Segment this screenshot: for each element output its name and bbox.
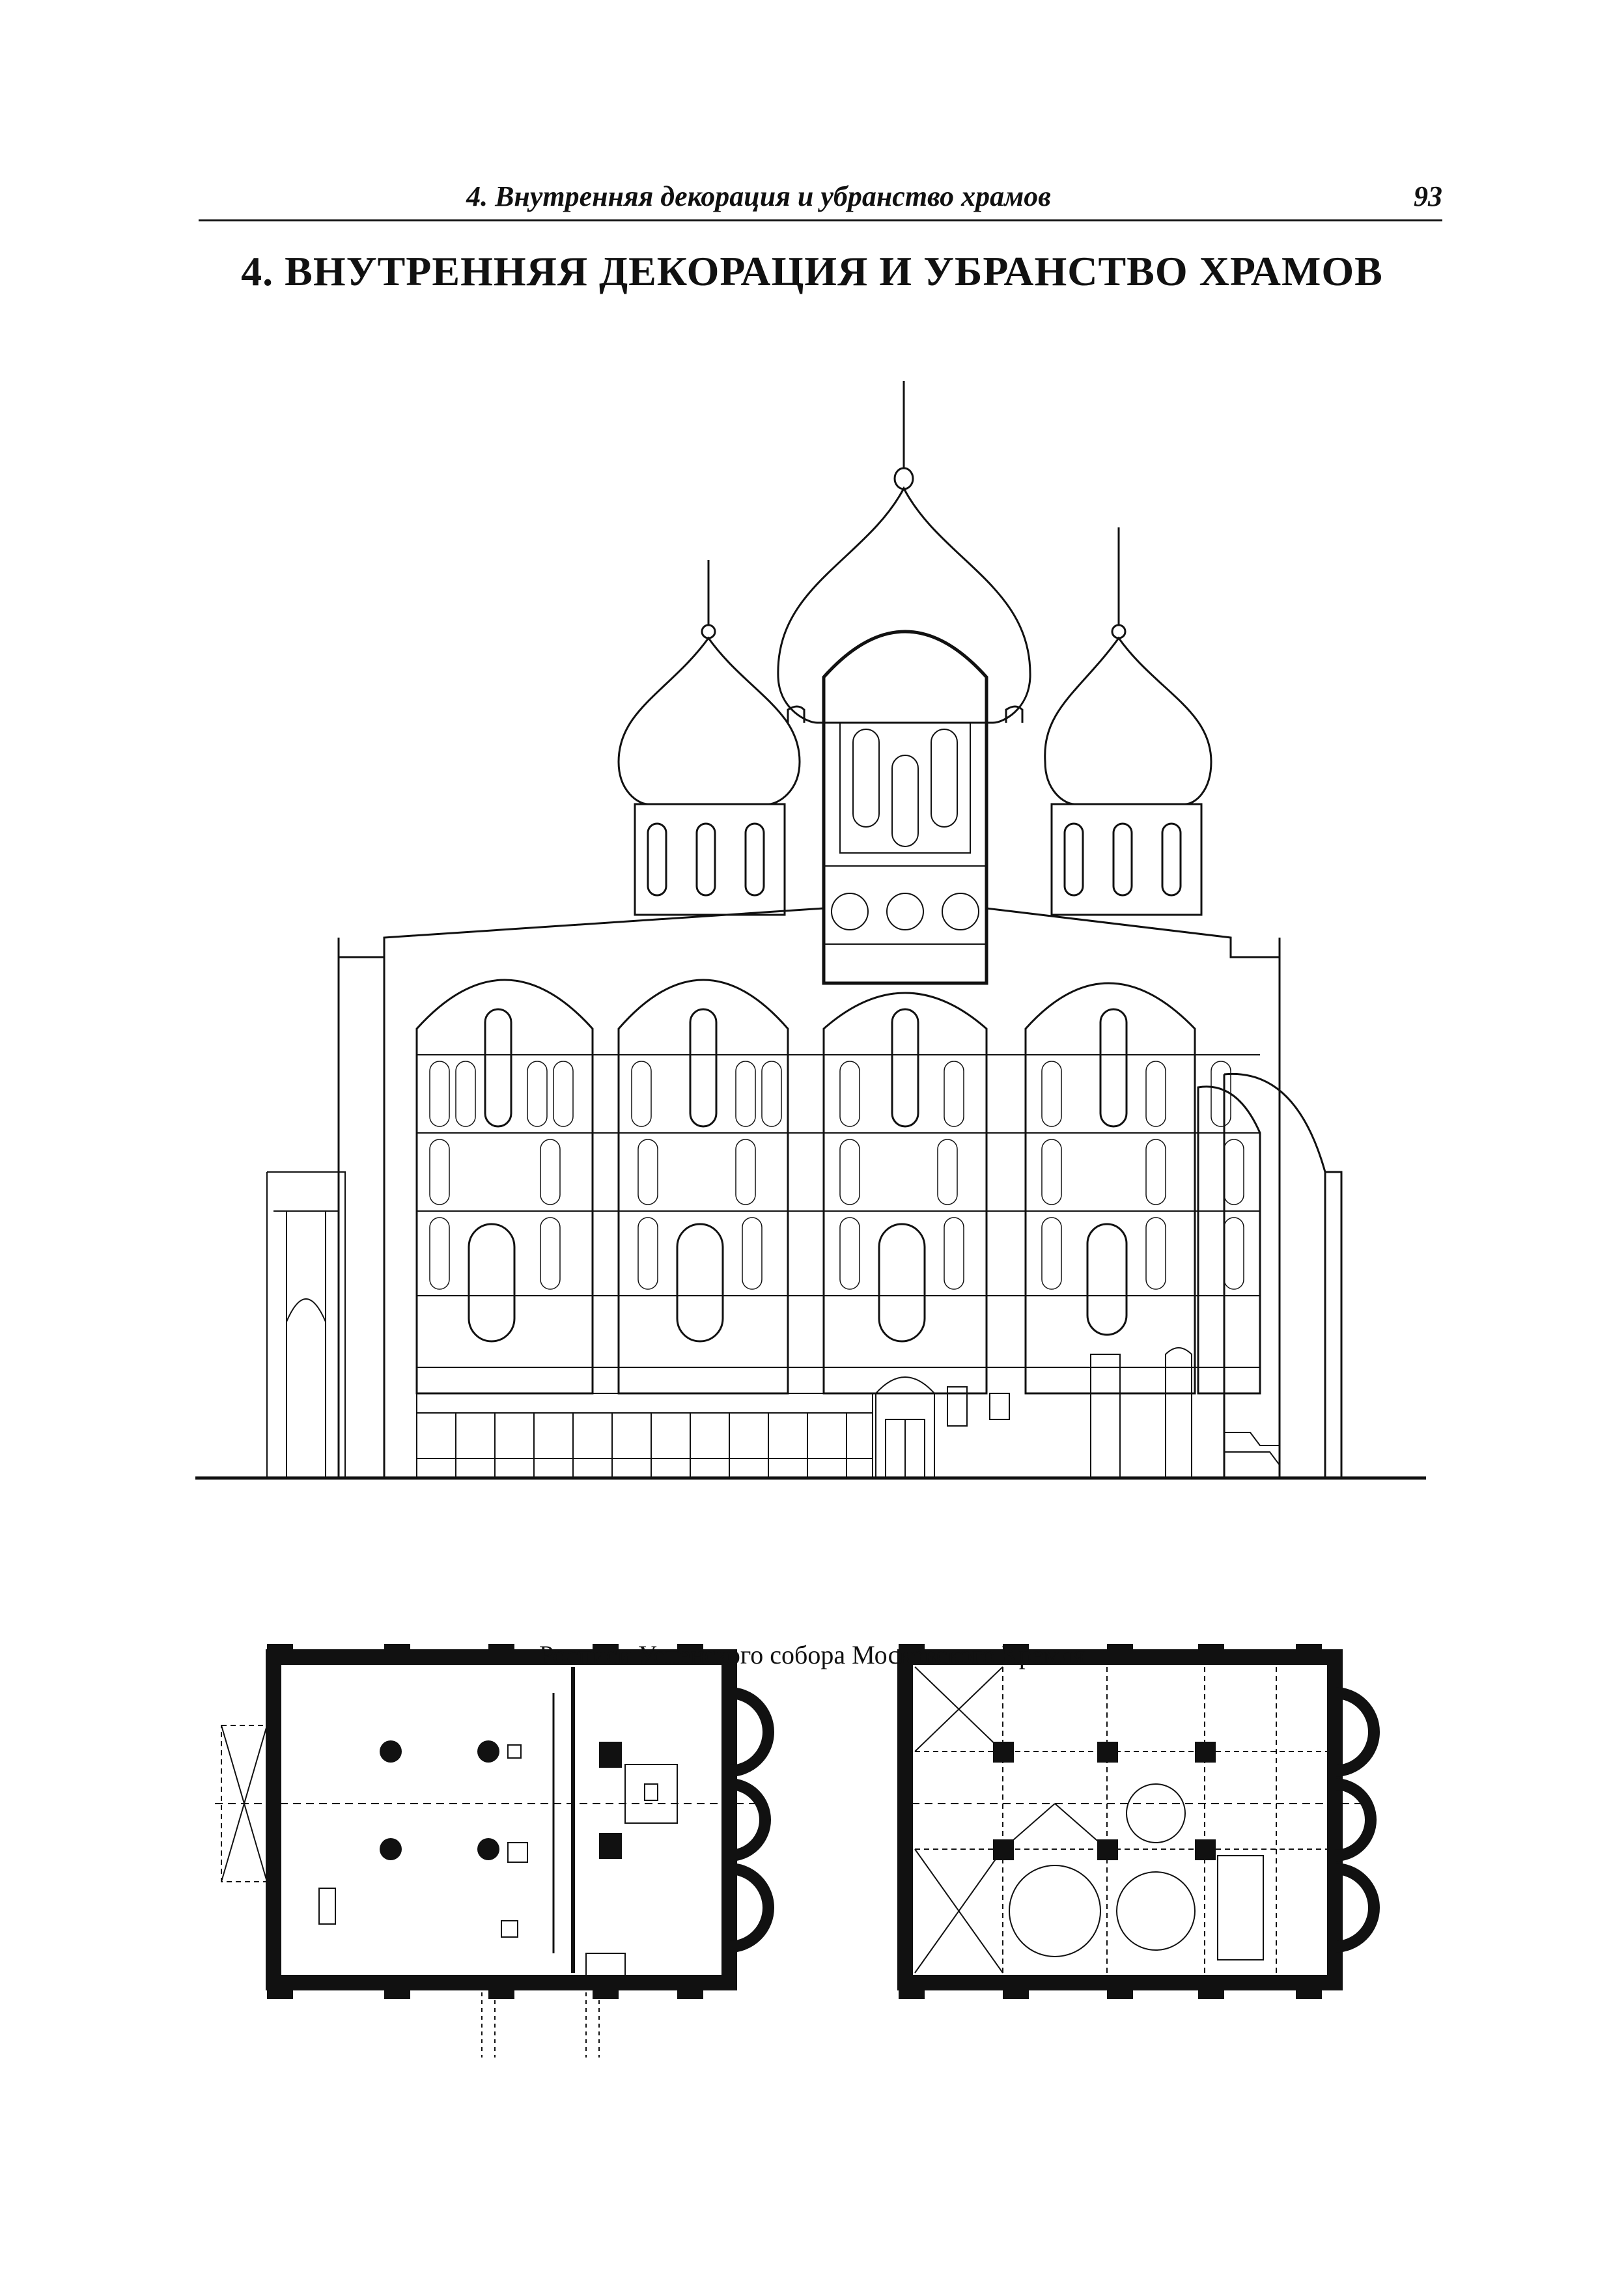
running-header: 4. Внутренняя декорация и убранство храм… — [199, 174, 1442, 221]
running-title: 4. Внутренняя декорация и убранство храм… — [466, 180, 1051, 212]
floor-plan-right — [897, 1644, 1380, 1999]
header-rule — [199, 219, 1442, 221]
page-number: 93 — [1414, 180, 1442, 212]
floor-plan-left — [215, 1644, 774, 2058]
chapter-title: 4. ВНУТРЕННЯЯ ДЕКОРАЦИЯ И УБРАНСТВО ХРАМ… — [241, 248, 1383, 294]
cathedral-section-drawing — [195, 381, 1426, 1480]
figure-caption: Росписи Успенского собора Московского Кр… — [539, 1640, 1085, 1669]
